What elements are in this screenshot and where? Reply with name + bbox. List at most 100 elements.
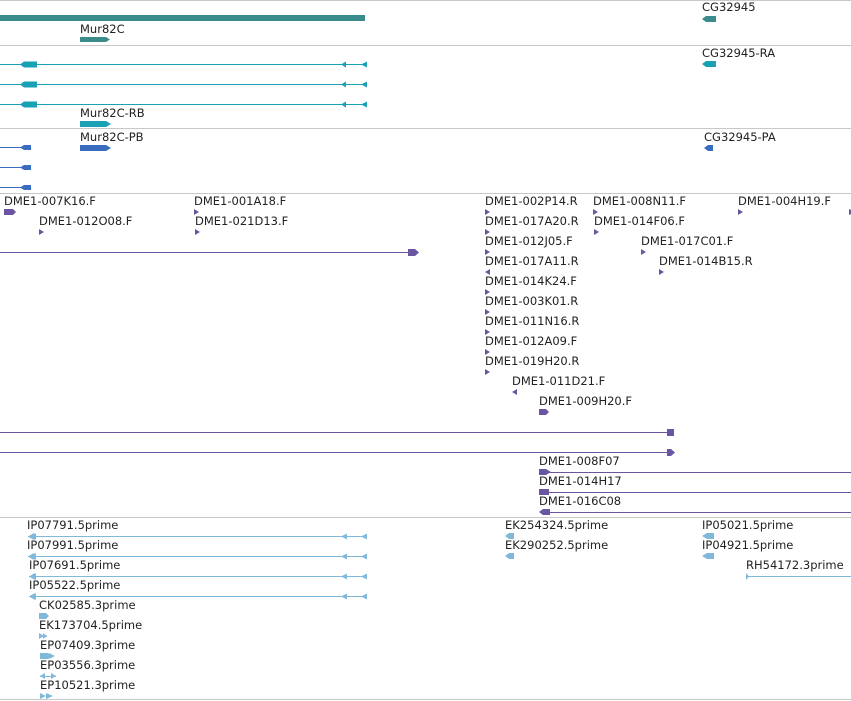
est-feature[interactable]: [40, 693, 46, 699]
clone-label[interactable]: DME1-014K24.F: [485, 274, 577, 288]
clone-label[interactable]: DME1-017C01.F: [641, 234, 733, 248]
est-feature[interactable]: [39, 613, 49, 619]
est-label[interactable]: RH54172.3prime: [746, 558, 844, 572]
gene-label[interactable]: Mur82C: [80, 22, 125, 36]
clone-end-icon[interactable]: [485, 289, 490, 295]
est-label[interactable]: CK02585.3prime: [39, 598, 136, 612]
clone-track: DME1-007K16.F DME1-001A18.F DME1-002P14.…: [0, 194, 851, 515]
clone-label[interactable]: DME1-003K01.R: [485, 294, 578, 308]
protein-track: Mur82C-PB CG32945-PA: [0, 130, 776, 190]
clone-label[interactable]: DME1-014H17: [539, 474, 622, 488]
transcript-exon[interactable]: [80, 121, 106, 127]
protein-feature[interactable]: [80, 145, 106, 151]
clone-feature[interactable]: [408, 249, 419, 256]
clone-end-icon[interactable]: [659, 269, 664, 275]
clone-label[interactable]: DME1-004H19.F: [738, 194, 831, 208]
transcript-label[interactable]: Mur82C-RB: [80, 106, 145, 120]
clone-end-icon[interactable]: [485, 249, 490, 255]
clone-end-icon[interactable]: [738, 209, 743, 215]
clone-label[interactable]: DME1-008N11.F: [593, 194, 686, 208]
clone-end-icon[interactable]: [485, 349, 490, 355]
strand-arrow-icon: [361, 81, 367, 88]
clone-end-icon[interactable]: [485, 329, 490, 335]
clone-end-icon[interactable]: [485, 369, 490, 375]
est-feature[interactable]: [40, 653, 51, 659]
clone-label[interactable]: DME1-012J05.F: [485, 234, 573, 248]
protein-feature[interactable]: [20, 145, 31, 150]
clone-label[interactable]: DME1-008F07: [539, 454, 620, 468]
clone-label[interactable]: DME1-009H20.F: [539, 394, 632, 408]
protein-label[interactable]: CG32945-PA: [704, 130, 776, 144]
est-label[interactable]: IP07991.5prime: [27, 538, 118, 552]
protein-feature[interactable]: [20, 165, 31, 170]
gene-feature-cg32945[interactable]: [702, 16, 716, 22]
est-feature[interactable]: [28, 553, 36, 560]
clone-label[interactable]: DME1-001A18.F: [194, 194, 286, 208]
transcript-exon[interactable]: [20, 61, 37, 68]
clone-feature[interactable]: [4, 209, 16, 215]
transcript-exon[interactable]: [20, 81, 37, 88]
clone-end-icon[interactable]: [485, 229, 490, 235]
est-label[interactable]: IP04921.5prime: [702, 538, 793, 552]
est-label[interactable]: IP07791.5prime: [27, 518, 118, 532]
clone-label[interactable]: DME1-014B15.R: [659, 254, 753, 268]
clone-end-icon[interactable]: [512, 389, 517, 395]
est-feature[interactable]: [505, 553, 514, 559]
clone-feature[interactable]: [539, 409, 549, 415]
est-label[interactable]: IP07691.5prime: [29, 558, 120, 572]
clone-label[interactable]: DME1-017A11.R: [485, 254, 579, 268]
clone-label[interactable]: DME1-011N16.R: [485, 314, 579, 328]
gene-label[interactable]: CG32945: [702, 0, 756, 14]
clone-end-icon[interactable]: [485, 309, 490, 315]
clone-label[interactable]: DME1-017A20.R: [485, 214, 579, 228]
clone-label[interactable]: DME1-014F06.F: [594, 214, 685, 228]
clone-label[interactable]: DME1-007K16.F: [4, 194, 96, 208]
clone-end-icon[interactable]: [593, 209, 598, 215]
est-label[interactable]: EK254324.5prime: [505, 518, 608, 532]
est-label[interactable]: EP03556.3prime: [40, 658, 135, 672]
protein-label[interactable]: Mur82C-PB: [80, 130, 144, 144]
clone-end-icon[interactable]: [594, 229, 599, 235]
clone-label[interactable]: DME1-021D13.F: [195, 214, 288, 228]
est-label[interactable]: EK290252.5prime: [505, 538, 608, 552]
clone-feature[interactable]: [539, 469, 551, 475]
est-feature[interactable]: [29, 593, 36, 600]
strand-arrow-icon: [361, 101, 367, 108]
clone-label[interactable]: DME1-016C08: [539, 494, 621, 508]
est-feature[interactable]: [702, 533, 714, 539]
clone-end-icon[interactable]: [194, 209, 199, 215]
est-feature[interactable]: [29, 573, 36, 580]
protein-feature[interactable]: [704, 145, 713, 151]
clone-end-icon[interactable]: [641, 249, 646, 255]
est-feature[interactable]: [746, 573, 749, 580]
clone-label[interactable]: DME1-012A09.F: [485, 334, 577, 348]
clone-feature[interactable]: [667, 429, 674, 436]
transcript-exon[interactable]: [20, 101, 37, 108]
strand-arrow-icon: [106, 145, 111, 151]
clone-end-icon[interactable]: [485, 209, 490, 215]
est-label[interactable]: IP05021.5prime: [702, 518, 793, 532]
est-label[interactable]: EP10521.3prime: [40, 678, 135, 692]
clone-end-icon[interactable]: [39, 229, 44, 235]
protein-feature[interactable]: [20, 185, 31, 190]
est-label[interactable]: EP07409.3prime: [40, 638, 135, 652]
transcript-label[interactable]: CG32945-RA: [702, 46, 775, 60]
clone-end-icon[interactable]: [195, 229, 200, 235]
est-feature[interactable]: [28, 533, 36, 540]
clone-feature[interactable]: [667, 449, 675, 456]
clone-label[interactable]: DME1-012O08.F: [39, 214, 132, 228]
clone-feature[interactable]: [539, 489, 549, 495]
clone-label[interactable]: DME1-002P14.R: [485, 194, 578, 208]
gene-feature-mur82c[interactable]: [80, 37, 106, 42]
clone-label[interactable]: DME1-011D21.F: [512, 374, 605, 388]
strand-arrow-icon: [106, 37, 110, 42]
clone-feature[interactable]: [539, 509, 550, 515]
clone-label[interactable]: DME1-019H20.R: [485, 354, 579, 368]
est-label[interactable]: EK173704.5prime: [39, 618, 142, 632]
clone-end-icon[interactable]: [485, 269, 490, 275]
est-label[interactable]: IP05522.5prime: [29, 578, 120, 592]
est-feature[interactable]: [505, 533, 514, 539]
est-feature[interactable]: [702, 553, 714, 559]
gene-feature-span[interactable]: [0, 15, 365, 21]
transcript-exon[interactable]: [702, 61, 716, 67]
